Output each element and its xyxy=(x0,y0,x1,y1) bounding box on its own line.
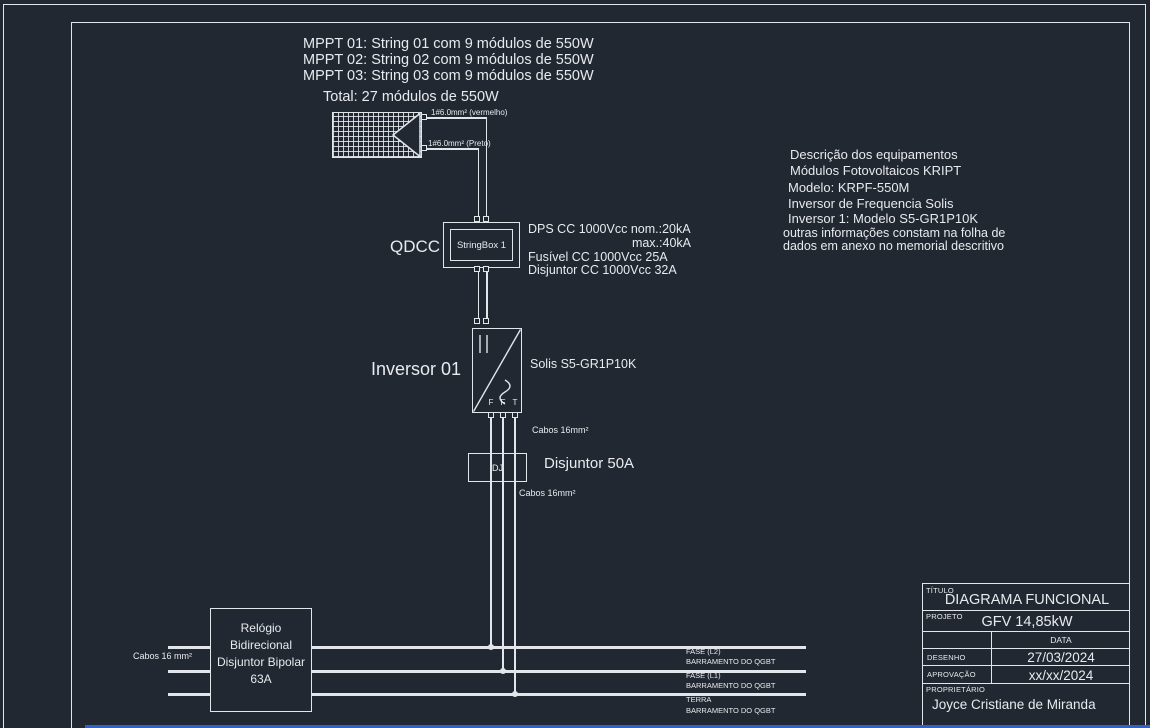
inverter-terminal-bottom-1 xyxy=(488,412,494,418)
description-model: Modelo: KRPF-550M xyxy=(788,180,910,195)
inverter-box xyxy=(472,328,522,413)
dj-box-label: DJ xyxy=(492,462,503,473)
titleblock-divider-3 xyxy=(923,648,1129,650)
dc-wire-to-inverter-left xyxy=(477,272,480,320)
dc-wire-to-inverter-right xyxy=(486,272,488,320)
meter-line-1: Relógio xyxy=(240,621,282,635)
busbar-terra xyxy=(168,693,806,696)
inverter-terminal-bottom-3 xyxy=(512,412,518,418)
busbar-fase-l1 xyxy=(168,670,806,673)
bottom-accent-bar xyxy=(85,725,1150,728)
mppt-line-1: MPPT 01: String 01 com 9 módulos de 550W xyxy=(303,36,594,52)
description-inverter-model: Inversor 1: Modelo S5-GR1P10K xyxy=(788,211,979,226)
bus-sublabel-l1: BARRAMENTO DO QGBT xyxy=(686,681,776,690)
meter-line-2: Bidirecional xyxy=(229,638,293,652)
projeto-field-label: PROJETO xyxy=(926,612,963,621)
owner-name: Joyce Cristiane de Miranda xyxy=(932,697,1096,712)
bus-label-l1: FASE (L1) xyxy=(686,671,721,680)
total-modules-label: Total: 27 módulos de 550W xyxy=(323,89,499,105)
mppt-line-2: MPPT 02: String 02 com 9 módulos de 550W xyxy=(303,52,594,68)
array-terminal-negative xyxy=(421,145,427,151)
meter-box: Relógio Bidirecional Disjuntor Bipolar 6… xyxy=(210,608,312,712)
approval-date: xx/xx/2024 xyxy=(1028,668,1094,683)
titleblock-divider-2 xyxy=(923,631,1129,633)
disjuntor-50a-label: Disjuntor 50A xyxy=(544,455,635,472)
data-column-header: DATA xyxy=(1050,635,1072,645)
terminal-letter-t: T xyxy=(512,398,518,407)
project-name: GFV 14,85kW xyxy=(981,614,1073,630)
stringbox-terminal-top-left xyxy=(474,216,480,222)
outer-paper-frame xyxy=(3,4,1146,728)
description-modules: Módulos Fotovoltaicos KRIPT xyxy=(790,163,962,178)
ac-wire-f-l1 xyxy=(502,418,504,672)
meter-line-3: Disjuntor Bipolar xyxy=(216,655,306,669)
dps-max-spec-line: max.:40kA xyxy=(631,236,691,250)
cable-label-meter: Cabos 16 mm² xyxy=(133,651,193,661)
drawing-title: DIAGRAMA FUNCIONAL xyxy=(944,592,1110,608)
ac-wire-f-l2 xyxy=(490,418,492,648)
cable-label-below-dj: Cabos 16mm² xyxy=(519,488,576,498)
titleblock-column-divider xyxy=(991,631,993,683)
bus-sublabel-terra: BARRAMENTO DO QGBT xyxy=(686,706,776,715)
junction-dot-terra xyxy=(512,691,518,697)
terminal-letter-f1: F xyxy=(488,398,494,407)
breaker-spec-line: Disjuntor CC 1000Vcc 32A xyxy=(528,263,677,277)
description-title: Descrição dos equipamentos xyxy=(790,147,958,162)
title-block: TÍTULO DIAGRAMA FUNCIONAL PROJETO GFV 14… xyxy=(922,583,1130,728)
description-inverter-brand: Inversor de Frequencia Solis xyxy=(788,196,954,211)
ac-wire-terra xyxy=(514,418,516,696)
description-note-2: dados em anexo no memorial descritivo xyxy=(783,239,1004,253)
busbar-fase-l2 xyxy=(168,646,806,649)
dc-wire-red-horizontal xyxy=(427,117,487,119)
fuse-spec-line: Fusível CC 1000Vcc 25A xyxy=(528,250,668,264)
proprietario-field-label: PROPRIETÁRIO xyxy=(926,685,986,694)
dc-wire-black-vertical xyxy=(477,148,480,219)
dc-wire-red-label: 1#6.0mm² (vermelho) xyxy=(431,108,508,117)
pv-array-arrow-icon xyxy=(391,112,421,158)
array-terminal-positive xyxy=(421,114,427,120)
terminal-letter-f2: F xyxy=(500,398,506,407)
qdcc-label: QDCC xyxy=(390,237,441,256)
mppt-line-3: MPPT 03: String 03 com 9 módulos de 550W xyxy=(303,68,594,84)
titleblock-divider-4 xyxy=(923,665,1129,667)
titulo-field-label: TÍTULO xyxy=(926,586,954,595)
junction-dot-l2 xyxy=(488,644,494,650)
stringbox-terminal-bottom-right xyxy=(483,266,489,272)
dc-wire-black-label: 1#6.0mm² (Preto) xyxy=(428,139,491,148)
stringbox-terminal-bottom-left xyxy=(474,266,480,272)
stringbox-outer-box xyxy=(443,222,520,268)
bus-sublabel-l2: BARRAMENTO DO QGBT xyxy=(686,657,776,666)
titleblock-divider-1 xyxy=(923,610,1129,612)
description-note-1: outras informações constam na folha de xyxy=(783,226,1006,240)
dc-wire-black-horizontal xyxy=(427,148,479,150)
stringbox-label: StringBox 1 xyxy=(456,239,507,251)
aprovacao-field-label: APROVAÇÃO xyxy=(927,670,976,679)
inverter-label: Inversor 01 xyxy=(371,359,462,379)
inverter-terminal-top-left xyxy=(474,318,480,324)
dps-spec-line: DPS CC 1000Vcc nom.:20kA xyxy=(528,222,691,236)
drawing-date: 27/03/2024 xyxy=(1027,650,1095,665)
bus-label-l2: FASE (L2) xyxy=(686,647,721,656)
meter-line-4: 63A xyxy=(250,672,272,686)
junction-dot-l1 xyxy=(500,668,506,674)
inverter-model-label: Solis S5-GR1P10K xyxy=(530,357,637,371)
bus-label-terra: TERRA xyxy=(686,695,712,704)
titleblock-divider-5 xyxy=(923,683,1129,685)
inverter-terminal-top-right xyxy=(483,318,489,324)
stringbox-terminal-top-right xyxy=(483,216,489,222)
desenho-field-label: DESENHO xyxy=(927,653,966,662)
cable-label-above-dj: Cabos 16mm² xyxy=(532,425,589,435)
inverter-symbol-icon xyxy=(472,329,522,412)
dc-wire-red-vertical xyxy=(485,117,488,219)
inner-drawing-frame xyxy=(71,22,1130,728)
inverter-terminal-bottom-2 xyxy=(500,412,506,418)
